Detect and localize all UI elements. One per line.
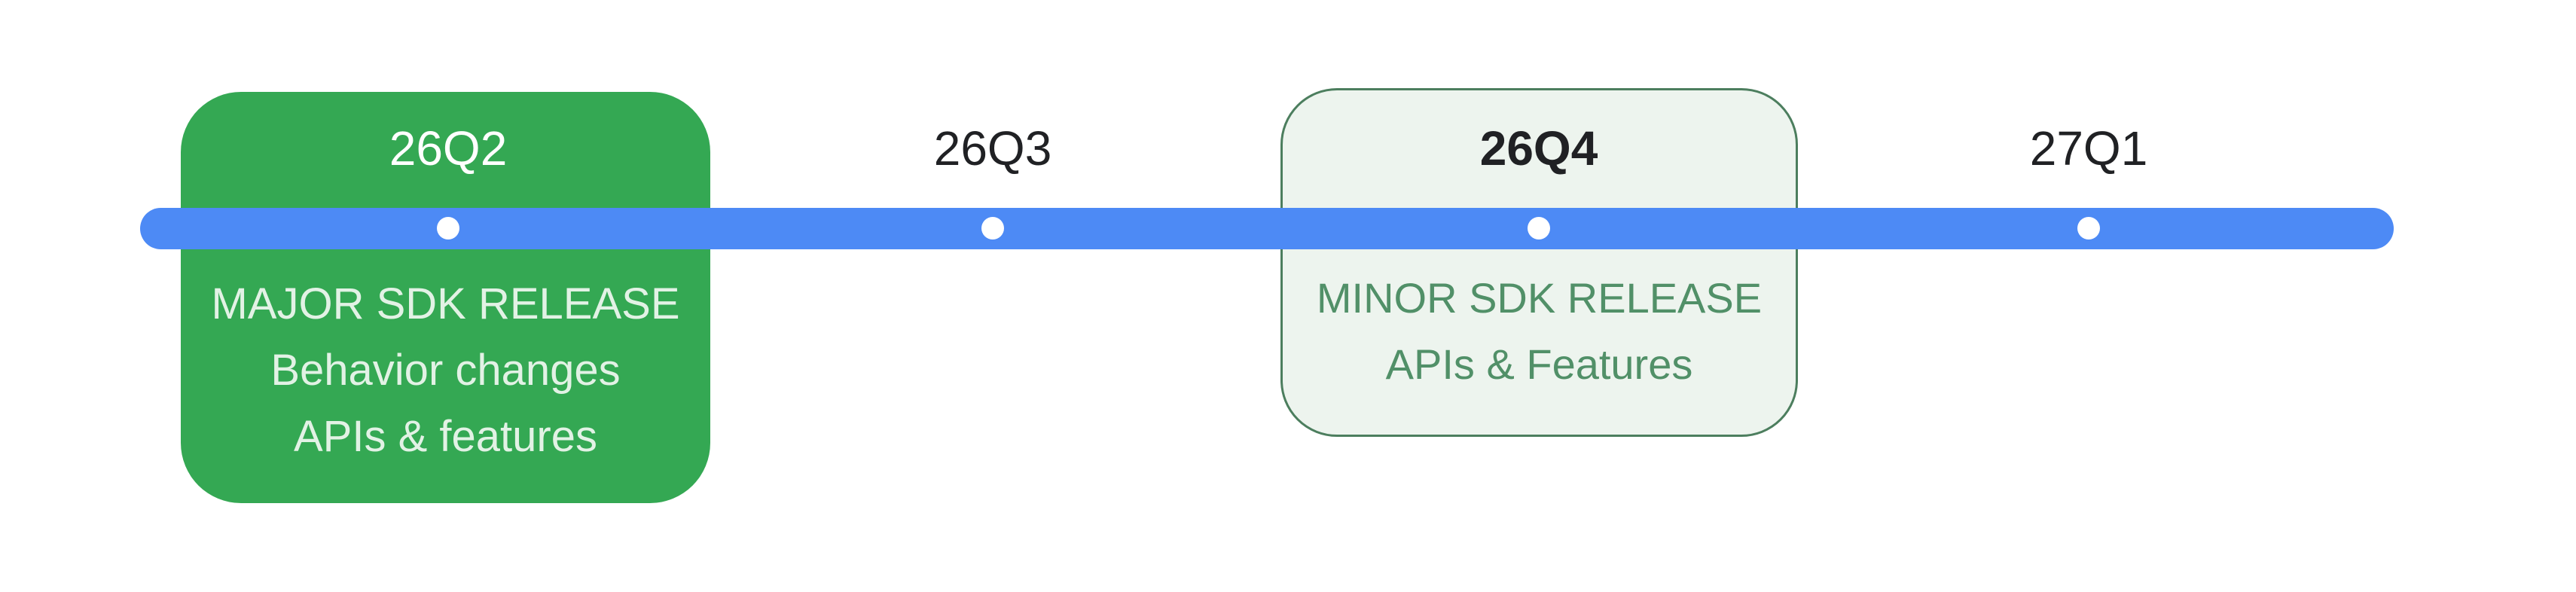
card-line: MAJOR SDK RELEASE [211,279,680,328]
milestone-dot-27q1 [2077,217,2100,240]
major-release-card [181,92,710,503]
milestone-dot-26q2 [437,217,459,240]
card-line: Behavior changes [270,346,621,395]
quarter-label-26q2: 26Q2 [389,121,508,175]
milestone-dot-26q4 [1528,217,1550,240]
quarter-label-26q3: 26Q3 [933,121,1052,175]
timeline-bar [140,208,2394,249]
major-release-card-text: MAJOR SDK RELEASE Behavior changes APIs … [181,271,710,470]
card-line: MINOR SDK RELEASE [1316,274,1763,322]
quarter-label-27q1: 27Q1 [2029,121,2148,175]
minor-release-card [1280,88,1798,437]
card-line: APIs & Features [1385,340,1693,388]
milestone-dot-26q3 [981,217,1004,240]
minor-release-card-text: MINOR SDK RELEASE APIs & Features [1280,265,1798,398]
quarter-label-26q4: 26Q4 [1479,121,1598,175]
card-line: APIs & features [294,412,597,461]
